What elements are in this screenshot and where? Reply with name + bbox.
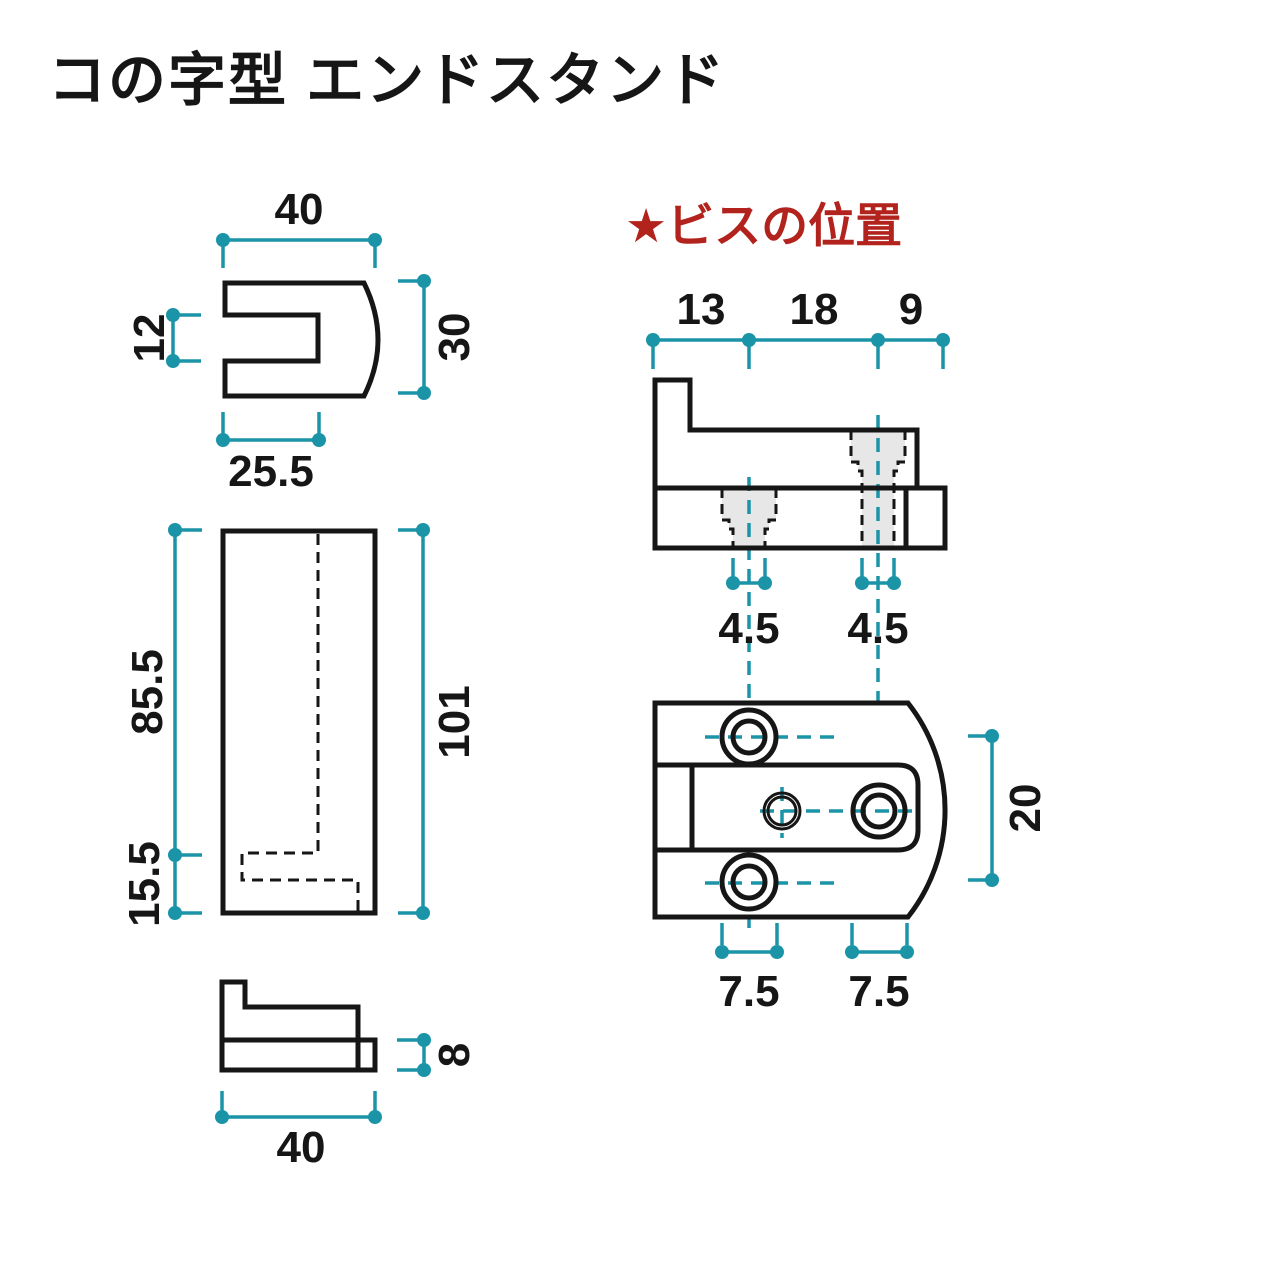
screw-left-hidden [720,488,778,548]
dim-side-left: 85.5 15.5 [120,523,202,927]
side-hidden-slot [240,534,360,911]
dim-plan-left-dia: 7.5 [715,923,784,1016]
side-outline [220,528,378,916]
dim-front-slot-height: 12 [125,308,201,368]
dim-hole-left: 4.5 [718,558,780,653]
dim-hole-left-label: 4.5 [718,604,779,653]
front-outline [222,280,381,399]
dim-side-lower-label: 15.5 [120,841,169,927]
profile-view: 8 40 [215,979,479,1172]
dim-side-total: 101 [398,523,479,920]
screw-position-note: ★ビスの位置 [625,199,902,252]
plan-outline [652,700,948,920]
dim-front-height-label: 30 [430,313,479,362]
front-view: 40 25.5 12 30 [125,185,479,496]
dim-plan-span-label: 20 [1001,784,1050,833]
section-interior-lines [655,485,917,548]
dim-seg-center-label: 18 [790,285,839,334]
dim-plan-right-dia-label: 7.5 [848,967,909,1016]
dim-front-slot-depth: 25.5 [216,412,326,496]
dim-seg-right-label: 9 [899,285,923,334]
dim-seg-left-label: 13 [677,285,726,334]
dim-profile-thickness: 8 [397,1033,479,1077]
dim-hole-right: 4.5 [847,558,909,653]
dim-profile-thickness-label: 8 [430,1043,479,1067]
dim-profile-width-label: 40 [277,1123,326,1172]
dim-section-segments: 13 18 9 [646,285,950,369]
plan-slot [655,762,921,853]
side-view: 85.5 15.5 101 [120,523,479,927]
screw-plan-view: 20 7.5 7.5 [652,700,1050,1016]
profile-interior-lines [222,1037,361,1070]
plan-hole-top [719,707,779,767]
dim-hole-right-label: 4.5 [847,604,908,653]
plan-hole-right [850,782,908,840]
dim-side-upper-label: 85.5 [123,649,172,735]
dim-plan-right-dia: 7.5 [845,923,914,1016]
profile-outline [219,979,378,1073]
page-title: コの字型 エンドスタンド [48,48,726,113]
plan-hole-center-small [762,791,802,831]
dim-front-height: 30 [398,274,479,400]
section-body-fill [655,380,945,548]
dim-front-slot-depth-label: 25.5 [228,447,314,496]
plan-hole-bottom [719,852,779,912]
dim-profile-width: 40 [215,1091,382,1172]
screw-section-view: 13 18 9 4.5 4.5 [646,285,950,928]
dim-side-total-label: 101 [430,685,479,758]
dim-front-width-label: 40 [275,185,324,234]
dim-front-width: 40 [216,185,382,268]
dim-plan-span: 20 [968,729,1050,887]
dim-plan-left-dia-label: 7.5 [718,967,779,1016]
dim-front-slot-height-label: 12 [125,314,174,363]
